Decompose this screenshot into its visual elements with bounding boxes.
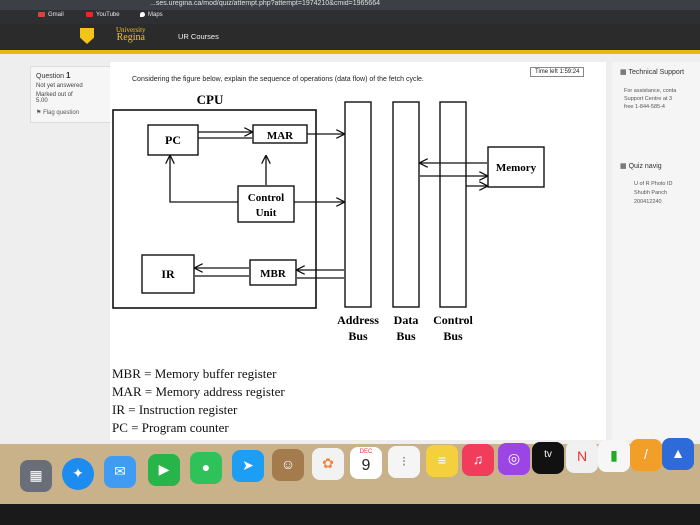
right-sidebar: ▦ Technical Support For assistance, cont… bbox=[612, 62, 700, 440]
grid-icon: ▦ bbox=[620, 163, 627, 170]
notes-icon[interactable]: ≡ bbox=[426, 445, 458, 477]
figure-legend: MBR = Memory buffer register MAR = Memor… bbox=[112, 365, 285, 437]
tv-icon[interactable]: tv bbox=[532, 442, 564, 474]
legend-item: PC = Program counter bbox=[112, 420, 229, 435]
reminders-icon[interactable]: ⁝ bbox=[388, 446, 420, 478]
control-bus bbox=[439, 101, 467, 308]
address-bus bbox=[344, 101, 372, 308]
question-prompt: Considering the figure below, explain th… bbox=[132, 76, 424, 83]
address-bus-label-1: Address bbox=[337, 313, 379, 327]
maps-icon[interactable]: ➤ bbox=[232, 450, 264, 482]
messages-icon[interactable]: ● bbox=[190, 452, 222, 484]
ur-courses-link[interactable]: UR Courses bbox=[178, 32, 219, 41]
memory-label: Memory bbox=[496, 162, 537, 174]
ir-register bbox=[141, 254, 195, 294]
question-number: Question 1 bbox=[36, 71, 71, 80]
quiz-navigation-block[interactable]: ▦ Quiz navig bbox=[620, 163, 662, 170]
legend-item: MAR = Memory address register bbox=[112, 384, 285, 399]
question-status: Not yet answered bbox=[36, 83, 83, 89]
grid-icon: ▦ bbox=[620, 69, 627, 76]
question-info-panel: Question 1 Not yet answered Marked out o… bbox=[30, 66, 112, 123]
facetime-icon[interactable]: ▶ bbox=[148, 454, 180, 486]
music-icon[interactable]: ♫ bbox=[462, 444, 494, 476]
podcasts-icon[interactable]: ◎ bbox=[498, 443, 530, 475]
mbr-label: MBR bbox=[260, 268, 287, 280]
site-header: University Regina UR Courses bbox=[0, 24, 700, 54]
bookmark-maps[interactable]: Maps bbox=[140, 12, 163, 18]
url-text[interactable]: ...ses.uregina.ca/mod/quiz/attempt.php?a… bbox=[150, 0, 380, 7]
control-bus-label-1: Control bbox=[433, 313, 473, 327]
technical-support-block[interactable]: ▦ Technical Support bbox=[620, 69, 685, 76]
calendar-icon[interactable]: DEC 9 bbox=[350, 447, 382, 479]
contacts-icon[interactable]: ☺ bbox=[272, 449, 304, 481]
screen-bezel bbox=[0, 504, 700, 525]
marked-out-of-label: Marked out of bbox=[36, 92, 73, 98]
numbers-icon[interactable]: ▮ bbox=[598, 440, 630, 472]
youtube-icon bbox=[86, 12, 93, 17]
control-unit-label-2: Unit bbox=[256, 207, 277, 219]
memory-box bbox=[487, 146, 545, 188]
pages-icon[interactable]: / bbox=[630, 439, 662, 471]
calendar-month: DEC bbox=[359, 449, 373, 455]
quiz-nav-text: U of R Photo ID Shubh Panch 200412240 bbox=[634, 181, 673, 205]
university-logo[interactable]: University Regina bbox=[116, 26, 146, 43]
map-pin-icon bbox=[140, 12, 145, 17]
bookmark-gmail[interactable]: Gmail bbox=[38, 12, 64, 18]
control-unit bbox=[237, 185, 295, 223]
cpu-title: CPU bbox=[197, 92, 224, 107]
keynote-icon[interactable]: ▲ bbox=[662, 438, 694, 470]
legend-item: IR = Instruction register bbox=[112, 402, 238, 417]
flag-question-button[interactable]: ⚑ Flag question bbox=[36, 110, 80, 116]
support-text: For assistance, conta Support Centre at … bbox=[624, 88, 677, 110]
legend-item: MBR = Memory buffer register bbox=[112, 366, 277, 381]
question-content: Considering the figure below, explain th… bbox=[110, 62, 606, 440]
time-left: Time left 1:59:24 bbox=[530, 67, 585, 77]
bookmark-youtube[interactable]: YouTube bbox=[86, 12, 120, 18]
gmail-icon bbox=[38, 12, 45, 17]
university-crest-icon[interactable] bbox=[80, 28, 94, 44]
fetch-cycle-figure: CPU PC MAR Control Unit IR MBR Memory Ad… bbox=[112, 92, 545, 343]
pc-label: PC bbox=[165, 133, 181, 147]
pc-register bbox=[147, 124, 199, 156]
control-bus-label-2: Bus bbox=[443, 329, 463, 343]
question-marks: 5.00 bbox=[36, 98, 48, 104]
control-unit-label-1: Control bbox=[248, 192, 284, 204]
calendar-day: 9 bbox=[361, 457, 371, 474]
mar-label: MAR bbox=[267, 130, 294, 142]
cpu-box bbox=[112, 109, 317, 309]
mbr-register bbox=[249, 259, 297, 286]
data-bus-label-2: Bus bbox=[396, 329, 416, 343]
launchpad-icon[interactable]: ▦ bbox=[20, 460, 52, 492]
flag-icon: ⚑ bbox=[36, 110, 42, 116]
mail-icon[interactable]: ✉ bbox=[104, 456, 136, 488]
data-bus-label-1: Data bbox=[394, 313, 419, 327]
safari-icon[interactable]: ✦ bbox=[62, 458, 94, 490]
news-icon[interactable]: N bbox=[566, 441, 598, 473]
ir-label: IR bbox=[161, 267, 175, 281]
photos-icon[interactable]: ✿ bbox=[312, 448, 344, 480]
address-bus-label-2: Bus bbox=[348, 329, 368, 343]
bookmarks-bar: Gmail YouTube Maps bbox=[0, 10, 700, 24]
browser-address-bar[interactable]: ...ses.uregina.ca/mod/quiz/attempt.php?a… bbox=[0, 0, 700, 10]
data-bus bbox=[392, 101, 420, 308]
